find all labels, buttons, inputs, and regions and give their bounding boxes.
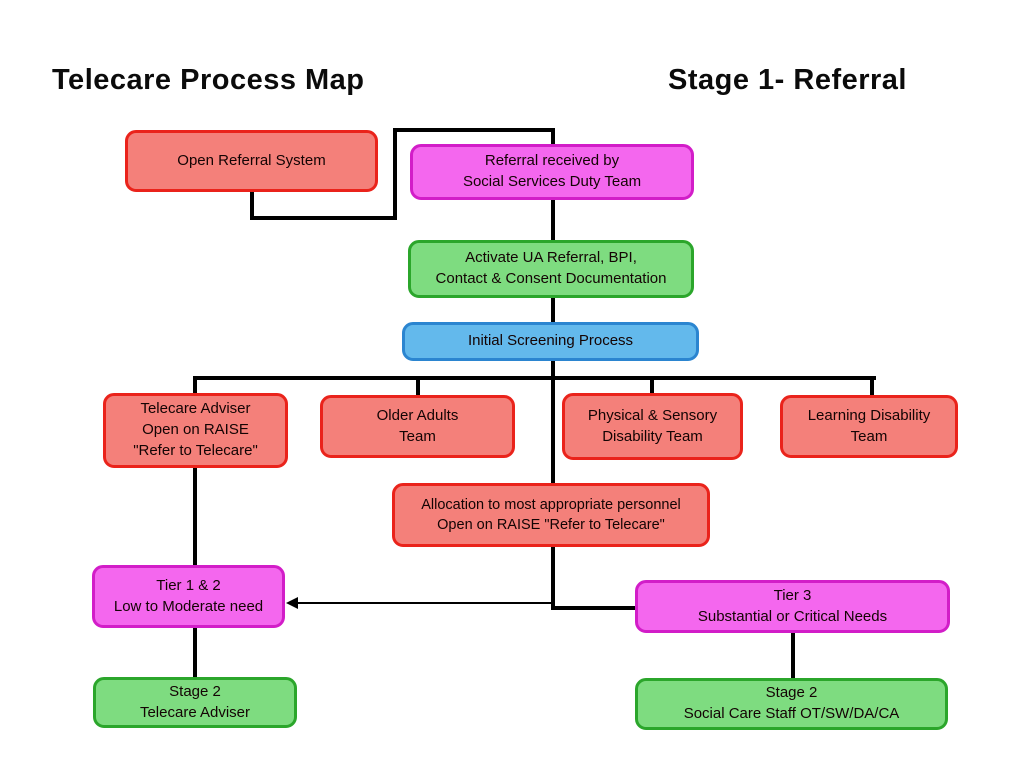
node-tier-1-2: Tier 1 & 2 Low to Moderate need [92, 565, 285, 628]
connector-stub-telecare-adviser [193, 376, 197, 395]
connector-allocation-down [551, 545, 555, 610]
connector-loop-top [393, 128, 555, 132]
node-learning-disability-team: Learning Disability Team [780, 395, 958, 458]
node-open-referral-system: Open Referral System [125, 130, 378, 192]
node-stage2-telecare-adviser: Stage 2 Telecare Adviser [93, 677, 297, 728]
node-stage2-social-care: Stage 2 Social Care Staff OT/SW/DA/CA [635, 678, 948, 730]
node-physical-sensory-team: Physical & Sensory Disability Team [562, 393, 743, 460]
page-title: Telecare Process Map [52, 64, 365, 96]
connector-into-referral-received [551, 128, 555, 148]
connector-stub-learning-disability [870, 376, 874, 397]
stage-title: Stage 1- Referral [668, 64, 907, 96]
connector-adviser-to-tier12 [193, 466, 197, 567]
node-telecare-adviser: Telecare Adviser Open on RAISE "Refer to… [103, 393, 288, 468]
arrowhead-left-icon [286, 597, 298, 609]
connector-tier12-to-stage2 [193, 626, 197, 679]
connector-screening-to-allocation [551, 359, 555, 485]
node-referral-received: Referral received by Social Services Dut… [410, 144, 694, 200]
connector-loop-up [393, 128, 397, 220]
connector-stub-physical-sensory [650, 376, 654, 395]
node-activate-ua-referral: Activate UA Referral, BPI, Contact & Con… [408, 240, 694, 298]
node-allocation: Allocation to most appropriate personnel… [392, 483, 710, 547]
node-older-adults-team: Older Adults Team [320, 395, 515, 458]
connector-open-referral-horizontal [250, 216, 397, 220]
node-initial-screening-process: Initial Screening Process [402, 322, 699, 361]
connector-open-referral-down [250, 192, 254, 220]
connector-referral-to-activate [551, 199, 555, 243]
connector-to-tier3 [551, 606, 637, 610]
connector-activate-to-screening [551, 297, 555, 325]
connector-distribution-bar [193, 376, 876, 380]
connector-stub-older-adults [416, 376, 420, 397]
node-tier-3: Tier 3 Substantial or Critical Needs [635, 580, 950, 633]
connector-tier3-to-stage2 [791, 631, 795, 680]
connector-tier3-to-tier12-line [295, 602, 553, 604]
